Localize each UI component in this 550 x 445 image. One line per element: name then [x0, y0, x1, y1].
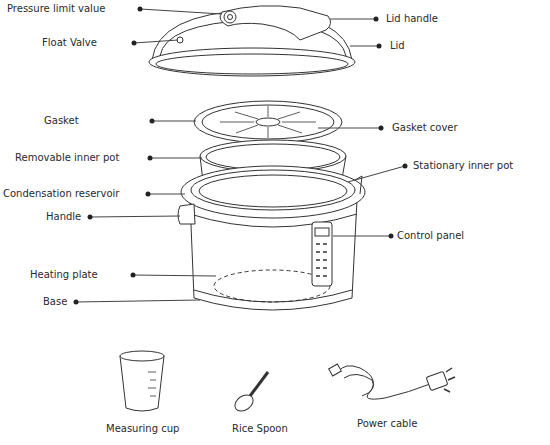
lid-rim [149, 48, 355, 76]
gasket-cover [194, 101, 342, 143]
stationary-pot-rim [191, 170, 355, 210]
leader-line [140, 9, 222, 14]
part-label: Lid [390, 40, 405, 52]
leader-line [330, 19, 376, 20]
leader-lines [76, 9, 405, 302]
base-band [194, 290, 352, 302]
pressure-valve [224, 11, 236, 23]
leader-dot [88, 215, 93, 220]
cable-coil [344, 374, 374, 396]
cup-marks [148, 372, 156, 396]
part-label: Base [43, 296, 67, 308]
leader-dots [74, 7, 408, 305]
body-top-rim [181, 166, 365, 218]
leader-line [333, 236, 391, 237]
leader-line [348, 166, 405, 182]
leader-line [133, 275, 216, 276]
part-label: Heating plate [30, 269, 98, 281]
leader-dot [131, 273, 136, 278]
leader-dot [389, 234, 394, 239]
leader-dot [379, 126, 384, 131]
control-panel-box [312, 222, 332, 286]
leader-line [350, 46, 379, 47]
gasket-ribs [220, 106, 316, 138]
part-label: Pressure limit value [7, 3, 105, 15]
leader-dot [148, 156, 153, 161]
gasket-plate [202, 105, 334, 139]
part-label: Condensation reservoir [3, 188, 119, 200]
appliance-connector [329, 364, 342, 376]
side-handle [178, 204, 195, 224]
spoon-bowl [232, 392, 256, 415]
leader-dot [146, 192, 151, 197]
display [315, 228, 329, 236]
leader-dot [138, 7, 143, 12]
stationary-pot-inner [199, 175, 347, 207]
leader-line [148, 194, 185, 195]
cable-wire [338, 366, 430, 399]
lid-handle-shape [220, 6, 331, 40]
cup-wall [120, 356, 164, 411]
cup-rim [120, 351, 164, 361]
part-label: Handle [46, 211, 81, 223]
leader-line [90, 216, 180, 217]
part-label: Rice Spoon [232, 423, 288, 435]
measuring-cup [120, 351, 164, 411]
lid-inner-rim [156, 54, 348, 74]
leader-dot [403, 164, 408, 169]
plug-body [426, 371, 448, 390]
part-label: Gasket cover [392, 122, 458, 134]
leader-line [318, 128, 381, 129]
plug-pins [444, 368, 455, 392]
leader-line [76, 300, 200, 302]
part-label: Lid handle [386, 13, 438, 25]
part-label: Gasket [44, 115, 79, 127]
part-label: Float Valve [42, 37, 97, 49]
lid [149, 6, 355, 76]
leader-line [150, 158, 202, 159]
leader-dot [74, 300, 79, 305]
part-label: Stationary inner pot [413, 160, 513, 172]
spoon-handle [250, 372, 268, 396]
leader-dot [374, 17, 379, 22]
leader-line [134, 40, 178, 43]
part-label: Removable inner pot [15, 152, 119, 164]
part-label: Control panel [397, 230, 464, 242]
leader-dot [132, 41, 137, 46]
cooker-body [178, 166, 365, 310]
gasket-center [256, 118, 280, 126]
panel-buttons [316, 244, 327, 276]
power-cable [329, 364, 455, 399]
leader-line [152, 121, 196, 122]
gasket-ring [194, 101, 342, 143]
part-label: Power cable [357, 418, 417, 430]
rice-spoon [232, 372, 268, 414]
part-label: Measuring cup [106, 423, 179, 435]
leader-dot [377, 44, 382, 49]
pressure-valve-top [228, 15, 233, 20]
leader-dot [150, 119, 155, 124]
